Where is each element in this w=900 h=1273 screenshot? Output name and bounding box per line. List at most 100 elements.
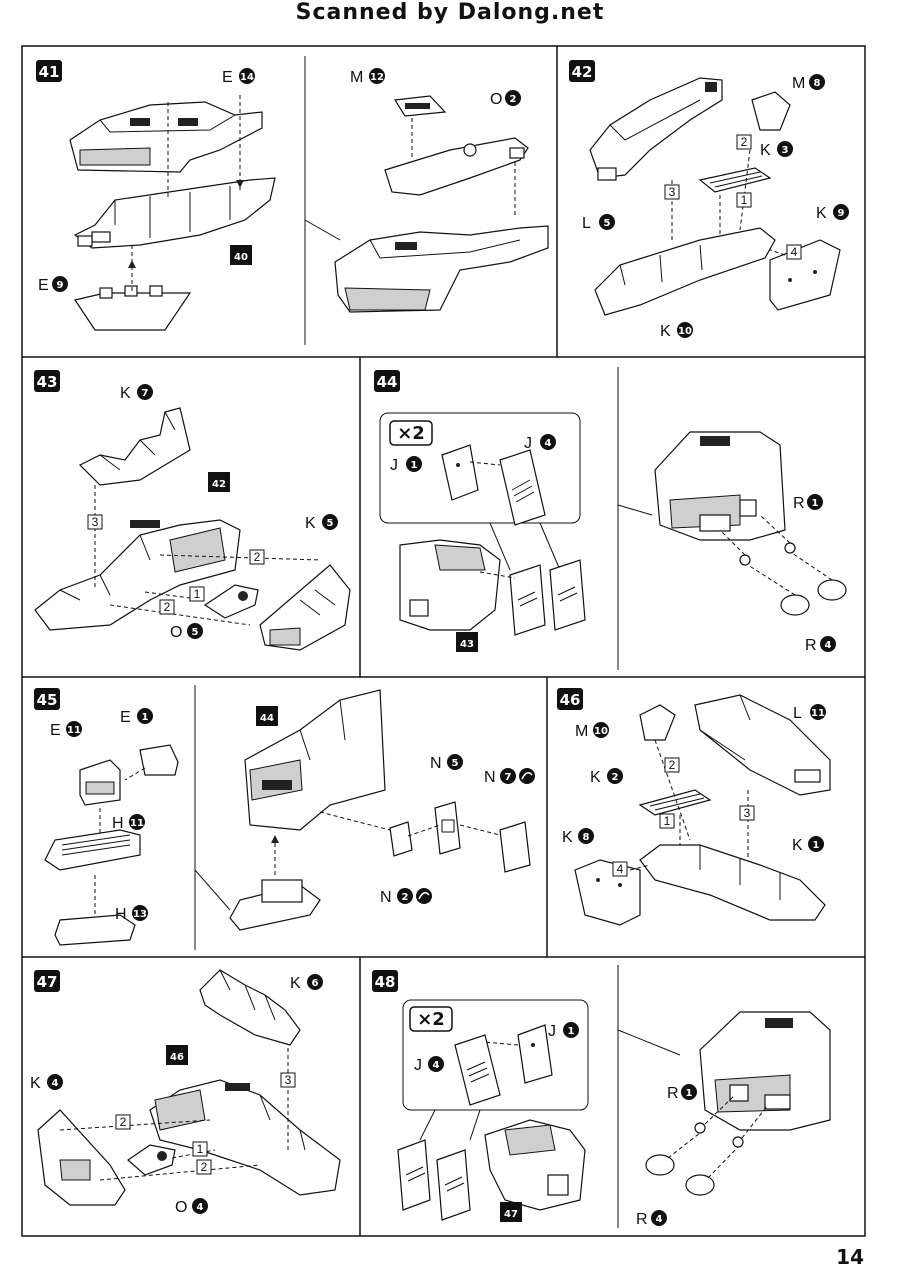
- svg-text:10: 10: [678, 326, 692, 337]
- svg-text:R: R: [805, 637, 817, 654]
- svg-text:J: J: [524, 435, 532, 452]
- step-number: 43: [37, 373, 58, 391]
- panel-part-m12: [393, 95, 447, 117]
- svg-text:4: 4: [52, 1078, 59, 1089]
- svg-text:4: 4: [197, 1202, 204, 1213]
- svg-text:N: N: [484, 769, 496, 786]
- svg-text:13: 13: [133, 909, 147, 920]
- svg-text:3: 3: [744, 806, 751, 820]
- part-k9: [769, 239, 841, 311]
- svg-text:9: 9: [838, 208, 845, 219]
- part-k4: [37, 1109, 126, 1206]
- svg-text:10: 10: [594, 726, 608, 737]
- svg-text:4: 4: [617, 862, 624, 876]
- part-j4-48: [454, 1034, 501, 1106]
- svg-text:1: 1: [741, 193, 748, 207]
- svg-text:N: N: [380, 889, 392, 906]
- svg-text:M: M: [575, 723, 588, 740]
- multiplier: ×2: [417, 1009, 445, 1030]
- svg-text:R: R: [793, 495, 805, 512]
- assembled-hull-41: [334, 225, 549, 313]
- svg-text:K: K: [590, 769, 601, 786]
- svg-text:1: 1: [812, 498, 819, 509]
- svg-text:1: 1: [686, 1088, 693, 1099]
- svg-text:2: 2: [254, 550, 261, 564]
- svg-text:2: 2: [612, 772, 619, 783]
- svg-text:J: J: [414, 1057, 422, 1074]
- part-j4: [499, 449, 546, 526]
- part-label: O: [490, 91, 502, 108]
- ref-badge: 40: [234, 252, 248, 263]
- part-number: 9: [57, 280, 64, 291]
- frame-part-40: [73, 177, 276, 249]
- svg-text:5: 5: [452, 758, 459, 769]
- step-number: 45: [37, 691, 58, 709]
- svg-text:5: 5: [327, 518, 334, 529]
- upper-hull-part: [69, 101, 263, 173]
- step-46: 46 2 1 3 4 M 10: [557, 688, 831, 926]
- svg-text:4: 4: [791, 245, 798, 259]
- page-number: 14: [836, 1245, 864, 1269]
- part-k7: [78, 407, 191, 486]
- page-header: Scanned by Dalong.net: [295, 0, 605, 25]
- svg-text:11: 11: [811, 708, 825, 719]
- svg-text:1: 1: [142, 712, 149, 723]
- svg-text:3: 3: [92, 515, 99, 529]
- svg-text:2: 2: [402, 892, 409, 903]
- svg-text:E: E: [50, 722, 61, 739]
- svg-text:42: 42: [212, 479, 226, 490]
- svg-text:1: 1: [813, 840, 820, 851]
- svg-text:2: 2: [201, 1160, 208, 1174]
- part-j1-48: [517, 1024, 553, 1084]
- part-m8: [751, 91, 791, 131]
- svg-text:3: 3: [285, 1073, 292, 1087]
- svg-text:O: O: [170, 624, 182, 641]
- part-o5: [203, 584, 259, 619]
- base-frame-part: [594, 227, 776, 316]
- part-e11: [79, 759, 121, 806]
- svg-text:K: K: [816, 205, 827, 222]
- part-k2: [638, 789, 712, 816]
- lower-armor-part: [74, 285, 192, 331]
- svg-text:47: 47: [504, 1209, 518, 1220]
- svg-text:L: L: [582, 215, 591, 232]
- part-number: 14: [240, 72, 254, 83]
- part-k6: [199, 969, 301, 1046]
- svg-text:7: 7: [142, 388, 149, 399]
- svg-text:J: J: [390, 457, 398, 474]
- part-n7: [499, 821, 531, 873]
- part-k3: [698, 167, 772, 193]
- svg-text:K: K: [30, 1075, 41, 1092]
- part-label: E: [222, 69, 233, 86]
- step-number: 46: [560, 691, 581, 709]
- step-number: 47: [37, 973, 58, 991]
- step-number: 42: [572, 63, 593, 81]
- step-43: 43 42 3 2 1 2 K 7: [34, 370, 351, 651]
- svg-text:L: L: [793, 705, 802, 722]
- part-l11: [694, 694, 831, 796]
- svg-text:4: 4: [433, 1060, 440, 1071]
- svg-text:E: E: [120, 709, 131, 726]
- step-number: 41: [39, 63, 60, 81]
- svg-text:5: 5: [604, 218, 611, 229]
- svg-text:K: K: [562, 829, 573, 846]
- part-n5: [434, 801, 461, 855]
- step-47: 47 46 2 1 2 3 K 6 K: [30, 969, 341, 1216]
- svg-text:K: K: [290, 975, 301, 992]
- svg-text:4: 4: [825, 640, 832, 651]
- svg-text:6: 6: [312, 978, 319, 989]
- step-41: 41 40 E 14 E: [36, 60, 549, 331]
- svg-text:2: 2: [741, 135, 748, 149]
- svg-text:R: R: [636, 1211, 648, 1228]
- top-plate-part: [384, 137, 529, 196]
- svg-text:H: H: [115, 906, 127, 923]
- part-label: E: [38, 277, 49, 294]
- part-n2: [389, 821, 413, 857]
- svg-text:1: 1: [194, 587, 201, 601]
- svg-text:3: 3: [782, 145, 789, 156]
- svg-text:K: K: [305, 515, 316, 532]
- svg-text:K: K: [660, 323, 671, 340]
- base-frame-46: [639, 844, 826, 921]
- svg-text:J: J: [548, 1023, 556, 1040]
